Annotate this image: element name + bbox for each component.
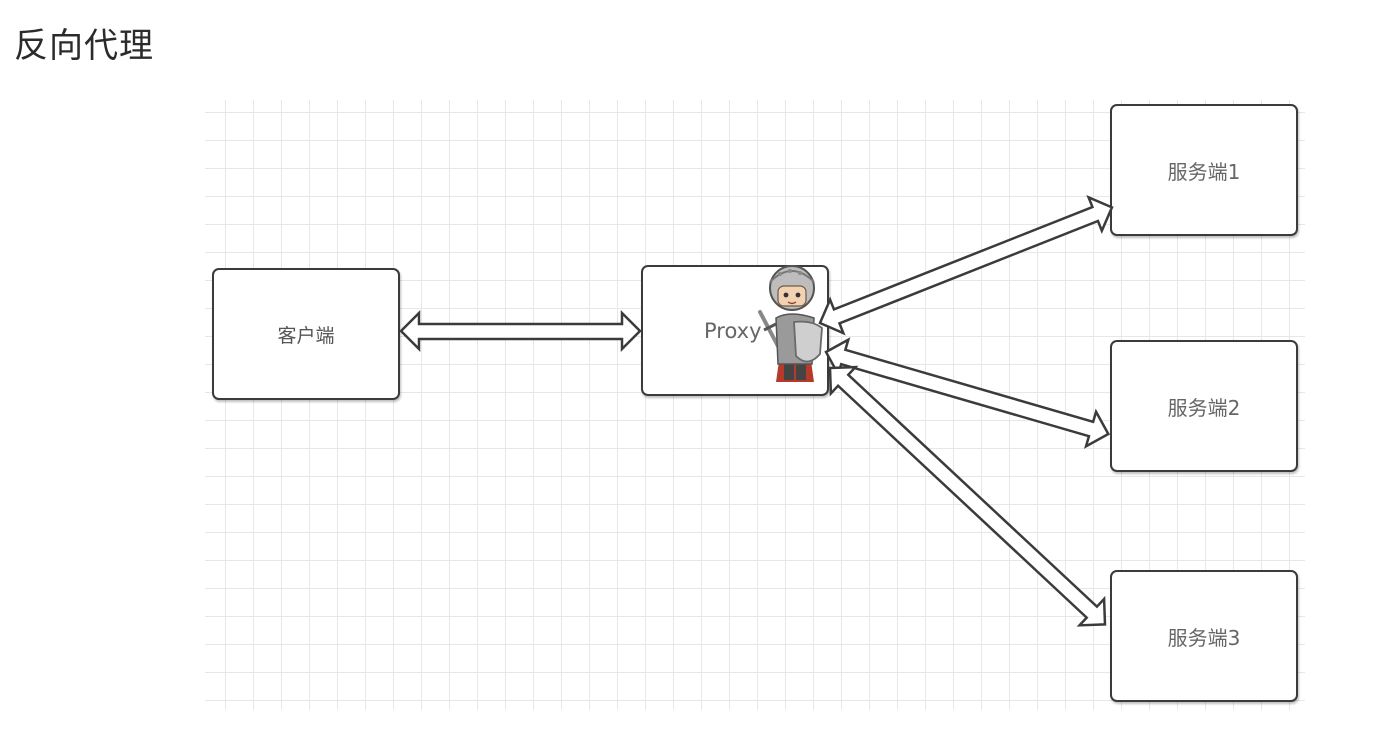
server-1-node: 服务端1 [1110,104,1298,236]
page-title: 反向代理 [14,26,154,66]
server-3-node: 服务端3 [1110,570,1298,702]
server-3-label: 服务端3 [1167,625,1241,650]
server-2-label: 服务端2 [1167,395,1241,420]
server-1-label: 服务端1 [1167,159,1241,184]
client-node: 客户端 [212,268,400,400]
proxy-node: Proxy [641,265,829,396]
client-label: 客户端 [277,324,335,347]
proxy-label: Proxy [704,318,762,343]
server-2-node: 服务端2 [1110,340,1298,472]
